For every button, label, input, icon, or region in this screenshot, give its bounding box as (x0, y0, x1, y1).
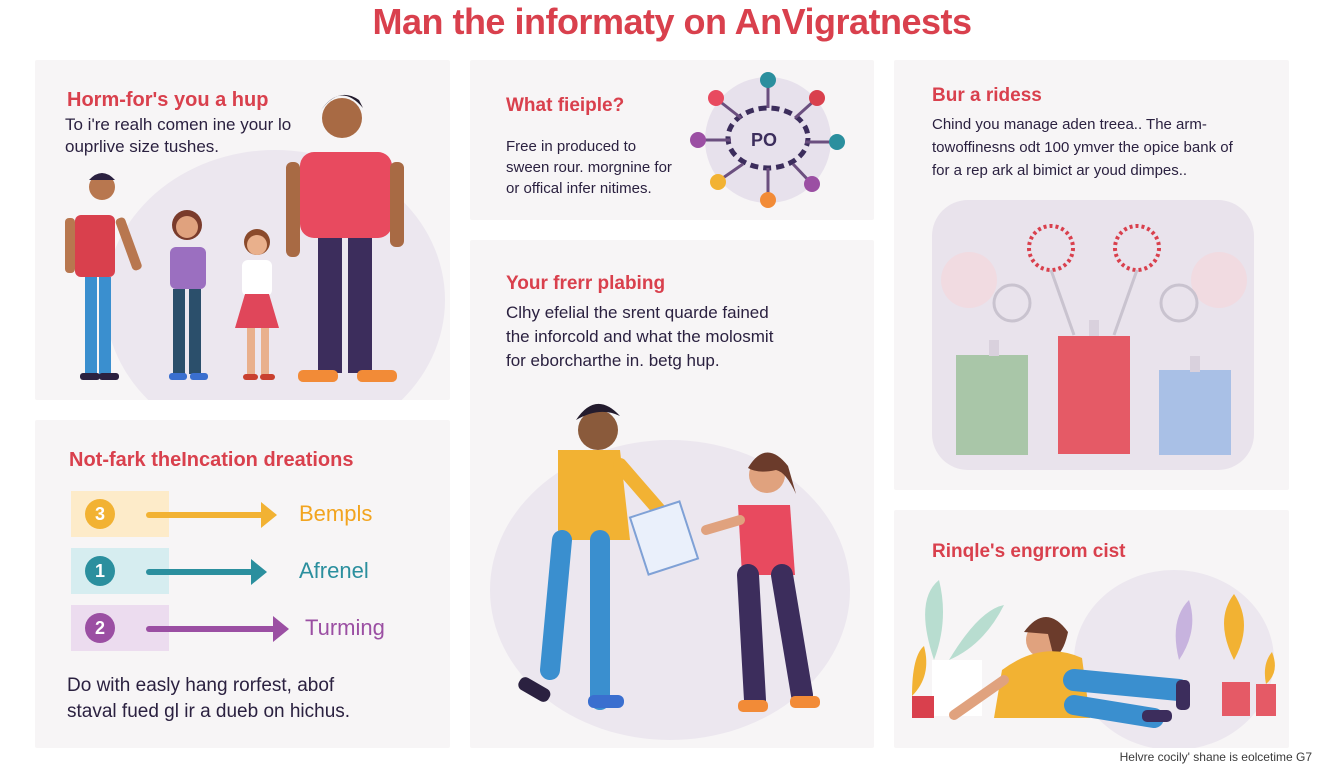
your-panel: Your frerr plabing Clhy efelial the sren… (470, 240, 874, 748)
steps-line-1: Do with easly hang rorfest, abof (67, 675, 335, 696)
step-number: 3 (85, 499, 115, 529)
family-panel: Horm-for's you a hup To i're realh comen… (35, 60, 450, 400)
family-illustration (65, 94, 404, 382)
arrow-head-icon (273, 616, 289, 642)
ringle-heading: Rinqle's engrrom cist (932, 541, 1126, 562)
steps-heading: Not-fark theIncation dreations (69, 449, 354, 471)
step-row[interactable]: 3 Bempls (71, 491, 431, 537)
step-number: 2 (85, 613, 115, 643)
arrow-right-icon (146, 626, 276, 632)
what-line-2: sween rour. morgnine for (506, 159, 672, 176)
virus-icon: PO (690, 72, 845, 208)
step-label: Bempls (299, 501, 373, 526)
person-man-tall (286, 94, 404, 382)
steps-line-2: staval fued gl ir a dueb on hichus. (67, 701, 351, 722)
arrow-right-icon (146, 569, 254, 575)
step-row[interactable]: 1 Afrenel (71, 548, 431, 594)
your-line-2: the inforcold and what the molosmit (506, 327, 774, 346)
what-line-3: or offical infer nitimes. (506, 180, 652, 197)
your-line-1: Clhy efelial the srent quarde fained (506, 303, 769, 322)
bur-heading: Bur a ridess (932, 85, 1042, 106)
arrow-head-icon (251, 559, 267, 585)
relaxing-illustration (912, 580, 1276, 728)
footer-note: Helvre cocily' shane is eolcetime G7 (1119, 750, 1312, 764)
person-man-small (65, 173, 142, 380)
family-heading: Horm-for's you a hup (67, 89, 269, 111)
your-heading: Your frerr plabing (506, 273, 666, 294)
jars-illustration (932, 200, 1254, 470)
your-line-3: for eborcharthe in. betg hup. (506, 351, 720, 370)
family-line-2: ouprlive size tushes. (65, 137, 220, 156)
arrow-right-icon (146, 512, 266, 518)
ringle-panel: Rinqle's engrrom cist (894, 510, 1289, 748)
bur-panel: Bur a ridess Chind you manage aden treea… (894, 60, 1289, 490)
step-number: 1 (85, 556, 115, 586)
step-label: Turming (305, 615, 385, 640)
bur-line-3: for a rep ark al bimict ar youd dimpes.. (932, 162, 1188, 179)
step-label: Afrenel (299, 558, 369, 583)
family-line-1: To i're realh comen ine your lo (65, 115, 292, 134)
step-row[interactable]: 2 Turming (71, 605, 431, 651)
what-panel: What fieiple? Free in produced to sween … (470, 60, 874, 220)
person-girl-purple (169, 210, 208, 380)
handover-illustration (518, 403, 820, 712)
person-girl-skirt (235, 229, 279, 380)
what-line-1: Free in produced to (506, 138, 637, 155)
arrow-head-icon (261, 502, 277, 528)
virus-label: PO (751, 130, 777, 150)
page-title: Man the informaty on AnVigratnests (372, 1, 972, 42)
bur-line-2: towoffinesns odt 100 ymver the opice ban… (932, 139, 1233, 156)
bur-line-1: Chind you manage aden treea.. The arm- (932, 116, 1207, 133)
what-heading: What fieiple? (506, 95, 625, 116)
